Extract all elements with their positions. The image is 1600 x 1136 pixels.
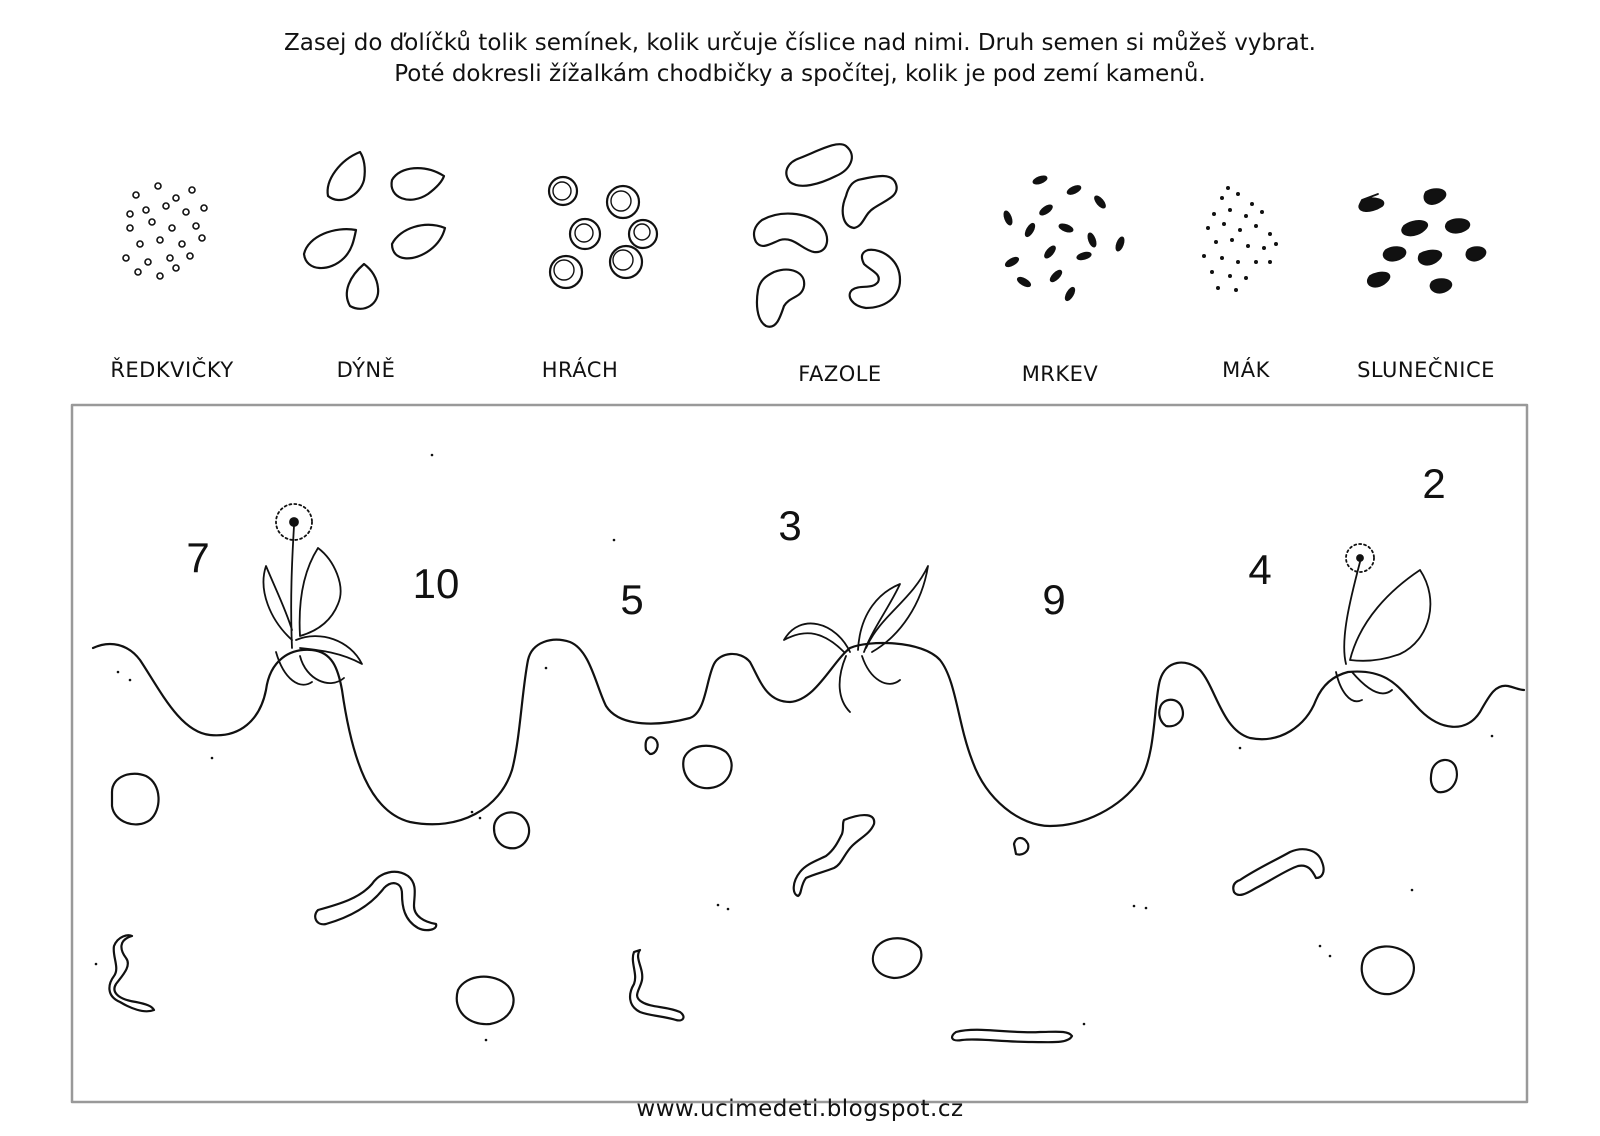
- seed-label-radish: ŘEDKVIČKY: [110, 358, 234, 382]
- hole-number: 5: [620, 576, 644, 623]
- stone: [1158, 698, 1184, 728]
- stone: [644, 736, 659, 756]
- stone: [455, 975, 515, 1026]
- hole-number: 4: [1248, 546, 1272, 593]
- instructions: Zasej do ďolíčků tolik semínek, kolik ur…: [0, 28, 1600, 90]
- stone: [1429, 758, 1458, 794]
- instruction-line-1: Zasej do ďolíčků tolik semínek, kolik ur…: [284, 30, 1316, 56]
- worm: [314, 870, 438, 932]
- pumpkin-seeds-icon: [302, 150, 447, 310]
- hole-number: 2: [1422, 460, 1446, 507]
- seed-label-pumpkin: DÝNĚ: [336, 358, 396, 382]
- hole-number: 10: [412, 560, 460, 607]
- stone: [682, 744, 733, 790]
- worms: [108, 814, 1325, 1044]
- worm: [792, 814, 876, 898]
- hole-number: 7: [186, 534, 210, 581]
- poppy-seeds-icon: [1202, 186, 1278, 292]
- stone: [1012, 836, 1030, 856]
- stone: [871, 937, 923, 980]
- dandelion-plant: [262, 503, 363, 686]
- soil-dots: [94, 453, 1494, 1042]
- hole-number: 9: [1042, 576, 1066, 623]
- instruction-line-2: Poté dokresli žížalkám chodbičky a spočí…: [394, 61, 1206, 87]
- worm: [628, 948, 685, 1022]
- bean-seeds-icon: [752, 143, 902, 328]
- hole-number: 3: [778, 502, 802, 549]
- carrot-seeds-icon: [1003, 175, 1125, 302]
- grass-sprout-plant: [783, 565, 929, 713]
- pea-seeds-icon: [547, 175, 659, 290]
- seed-label-poppy: MÁK: [1222, 358, 1270, 382]
- worm: [1232, 848, 1325, 897]
- seed-label-pea: HRÁCH: [541, 358, 619, 382]
- stone: [1360, 945, 1416, 996]
- sunflower-seeds-icon: [1358, 188, 1487, 294]
- ground-frame: [70, 403, 1529, 1104]
- seed-label-sunflower: SLUNEČNICE: [1357, 358, 1495, 382]
- stones: [110, 698, 1458, 1026]
- footer-url: www.ucimedeti.blogspot.cz: [636, 1096, 964, 1122]
- worm: [108, 934, 156, 1013]
- seed-label-bean: FAZOLE: [798, 362, 882, 386]
- seed-label-carrot: MRKEV: [1021, 362, 1099, 386]
- stone: [492, 811, 531, 850]
- worm: [951, 1028, 1074, 1044]
- ground-surface: [91, 638, 1526, 828]
- dandelion-plant-small: [1335, 543, 1432, 703]
- stone: [110, 772, 160, 826]
- radish-seeds-icon: [122, 182, 208, 280]
